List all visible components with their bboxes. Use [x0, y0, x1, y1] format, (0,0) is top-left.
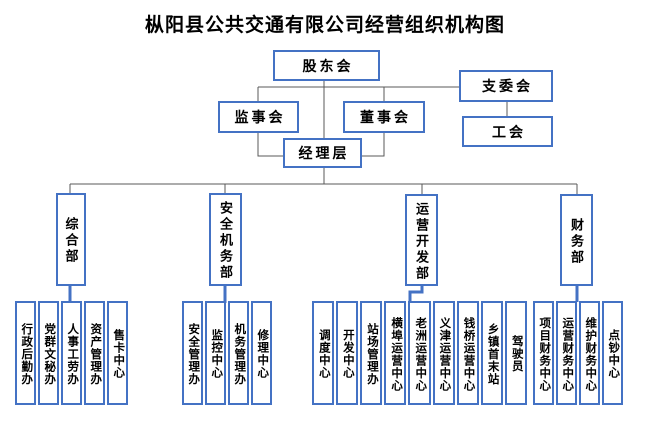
office-box: 义津运营中心: [432, 301, 455, 405]
node-shareholders-meeting: 股东会: [273, 50, 380, 81]
office-group-finance: 项目财务中心 运营财务中心 维护财务中心 点钞中心: [533, 301, 623, 405]
office-box: 乡镇首末站: [480, 301, 503, 405]
dept-operations-development: 运营开发部: [405, 194, 438, 286]
office-box: 修理中心: [251, 301, 272, 405]
office-box: 驾驶员: [504, 301, 527, 405]
office-group-general: 行政后勤办 党群文秘办 人事工劳办 资产管理办 售卡中心: [15, 301, 128, 405]
office-box: 站场管理办: [360, 301, 383, 405]
chart-title: 枞阳县公共交通有限公司经营组织机构图: [144, 15, 505, 36]
office-box: 党群文秘办: [38, 301, 59, 405]
node-branch-committee: 支委会: [459, 70, 553, 102]
office-group-operations: 调度中心 开发中心 站场管理办 横埠运营中心 老洲运营中心 义津运营中心 钱桥运…: [312, 301, 527, 405]
office-box: 维护财务中心: [579, 301, 600, 405]
office-box: 人事工劳办: [61, 301, 82, 405]
dept-safety-machinery: 安全机务部: [209, 193, 242, 286]
node-supervisory-board: 监事会: [218, 101, 299, 133]
office-box: 点钞中心: [602, 301, 623, 405]
node-labor-union: 工会: [462, 116, 553, 147]
office-box: 机务管理办: [228, 301, 249, 405]
office-box: 横埠运营中心: [384, 301, 407, 405]
office-box: 调度中心: [312, 301, 335, 405]
dept-general: 综合部: [56, 193, 86, 286]
office-box: 钱桥运营中心: [456, 301, 479, 405]
office-group-safety: 安全管理办 监控中心 机务管理办 修理中心: [182, 301, 272, 405]
office-box: 运营财务中心: [556, 301, 577, 405]
office-box: 老洲运营中心: [408, 301, 431, 405]
office-box: 行政后勤办: [15, 301, 36, 405]
office-box: 售卡中心: [107, 301, 128, 405]
office-box: 监控中心: [205, 301, 226, 405]
office-box: 开发中心: [336, 301, 359, 405]
node-board-of-directors: 董事会: [343, 101, 425, 133]
office-box: 项目财务中心: [533, 301, 554, 405]
office-box: 资产管理办: [84, 301, 105, 405]
office-box: 安全管理办: [182, 301, 203, 405]
node-management-layer: 经理层: [283, 138, 362, 168]
dept-finance: 财务部: [560, 194, 593, 286]
